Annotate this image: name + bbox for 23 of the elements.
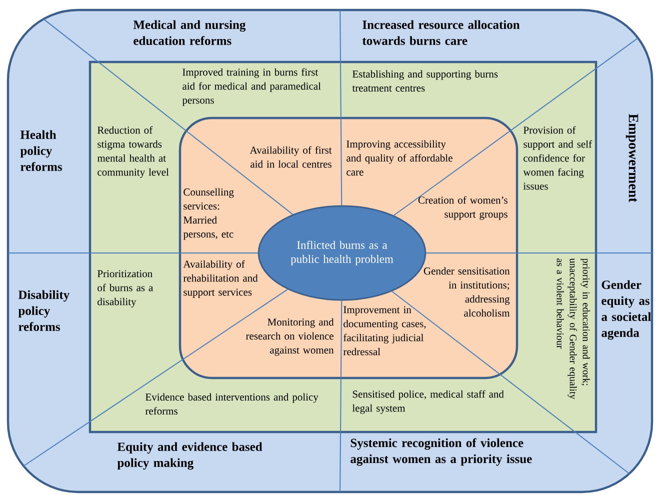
sector-text: Prioritization of burns as a disability	[98, 270, 154, 308]
sector-text: Gender sensitisation in institutions; addressing alcoholism	[424, 267, 510, 317]
sector-text: Counselling services: Married persons, etc	[183, 188, 234, 240]
sector-text: Evidence based interventions and policy reforms	[145, 393, 318, 415]
sector-text: Establishing and supporting burns treatment centres	[352, 70, 498, 92]
sector-heading: Medical and nursing education reforms	[133, 20, 246, 46]
sector-text: Improvement in documenting cases, facilitating judicial redressal	[343, 306, 426, 356]
sector-heading: Health policy reforms	[20, 130, 62, 171]
sector-heading: Gender equity as a societal agenda	[602, 280, 651, 340]
sector-text: Availability of first aid in local centres	[250, 146, 332, 168]
sector-heading: Equity and evidence based policy making	[117, 442, 262, 470]
sector-text: Availability of rehabilitation and support services	[183, 260, 258, 298]
sector-text: Improving accessibility and quality of affordable care	[346, 140, 452, 176]
sector-text: Monitoring and research on violence against women	[246, 318, 334, 356]
sector-heading: Disability policy reforms	[18, 290, 70, 331]
sector-heading: Increased resource allocation towards burns care	[362, 20, 520, 46]
sector-text: priority in education and work; unacceptability of Gender equality as a violent behaviour	[556, 258, 590, 400]
sector-text: Reduction of stigma towards mental health at community level	[97, 126, 169, 178]
sector-text: Provision of support and self confidence for women facing issues	[523, 126, 592, 190]
sector-text: Improved training in burns first aid for medical and paramedical persons	[182, 68, 321, 106]
sector-heading: Empowerment	[626, 114, 638, 202]
sector-text: Sensitised police, medical staff and legal system	[352, 390, 504, 414]
sector-heading: Systemic recognition of violence against women as a priority issue	[350, 438, 532, 466]
